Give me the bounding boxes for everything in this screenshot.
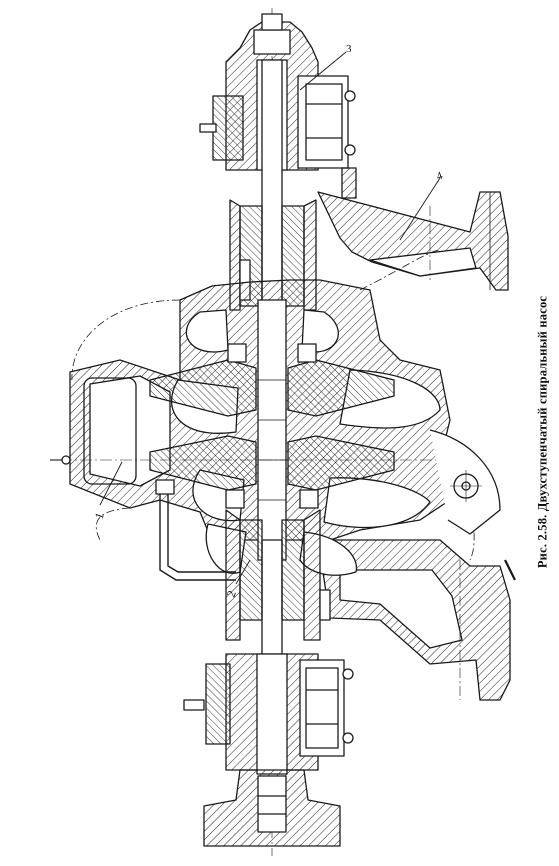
figure-caption: Рис. 2.58. Двухступенчатый спиральный на…: [535, 295, 550, 569]
mounting-lug: [429, 429, 501, 535]
callout-2-leader: [235, 559, 251, 585]
coupling-half: [203, 769, 341, 847]
balance-pipe: [155, 479, 236, 581]
suction-nozzle: [317, 539, 516, 701]
bottom-bearing-housing: [183, 653, 354, 775]
callout-2: 2: [224, 589, 239, 599]
callout-1: 1: [92, 511, 107, 521]
shaft: [257, 299, 287, 561]
discharge-nozzle: [317, 191, 509, 291]
volute-outline: [71, 299, 181, 541]
callout-1-leader: [99, 461, 123, 506]
callout-3: 3: [346, 43, 352, 55]
callout-4: 4: [435, 169, 445, 182]
impeller-first-stage: [149, 343, 395, 417]
impeller-second-stage: [149, 435, 395, 509]
callout-3-leader: [299, 51, 347, 91]
callout-4-leader: [399, 177, 441, 241]
